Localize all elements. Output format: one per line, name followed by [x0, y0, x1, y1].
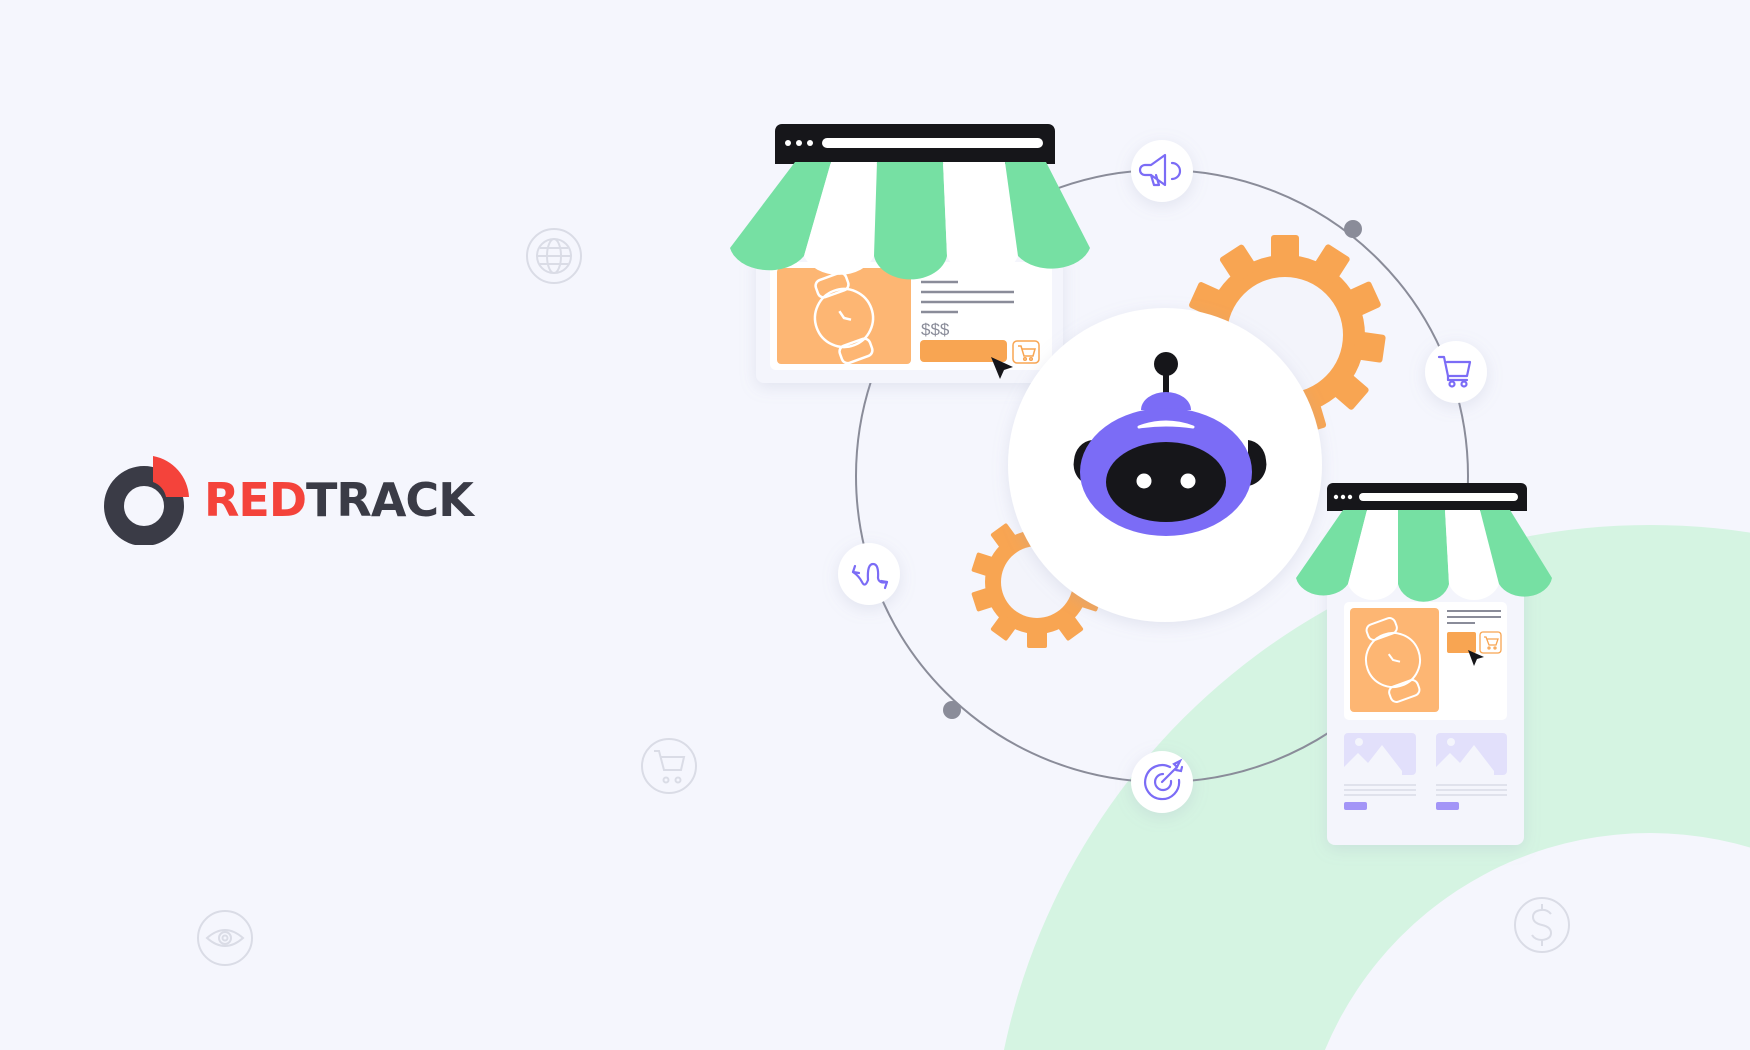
eye-icon: [197, 910, 253, 966]
cursor-icon: [1468, 650, 1484, 666]
redtrack-logo-mark-icon: [104, 456, 189, 545]
storefront-right: [1296, 483, 1552, 845]
awning: [1296, 510, 1552, 602]
route-icon: [838, 543, 900, 605]
image-placeholder: [1436, 733, 1507, 810]
awning: [730, 162, 1090, 280]
orbit-dot: [1344, 220, 1362, 238]
watch-icon: [1365, 617, 1421, 703]
buy-button: [920, 340, 1007, 362]
storefront-top: $$$: [730, 124, 1090, 383]
cart-button-icon: [1479, 631, 1502, 654]
target-icon: [1131, 751, 1193, 813]
robot-badge: [1008, 308, 1322, 622]
shopping-cart-icon: [641, 738, 697, 794]
buy-button: [1447, 632, 1476, 653]
robot-icon: [1073, 352, 1267, 536]
brand-name-red: RED: [204, 473, 307, 527]
cursor-icon: [991, 357, 1013, 379]
globe-icon: [526, 228, 582, 284]
brand-name: REDTRACK: [204, 473, 474, 527]
price-label: $$$: [921, 320, 950, 339]
brand-name-dark: TRACK: [306, 473, 474, 527]
megaphone-icon: [1131, 140, 1193, 202]
image-placeholder: [1344, 733, 1416, 810]
cart-button-icon: [1012, 340, 1040, 364]
redtrack-logo: REDTRACK: [102, 455, 474, 545]
dollar-icon: [1514, 897, 1570, 953]
shopping-cart-icon: [1425, 341, 1487, 403]
watch-icon: [813, 271, 875, 365]
orbit-dot: [943, 701, 961, 719]
